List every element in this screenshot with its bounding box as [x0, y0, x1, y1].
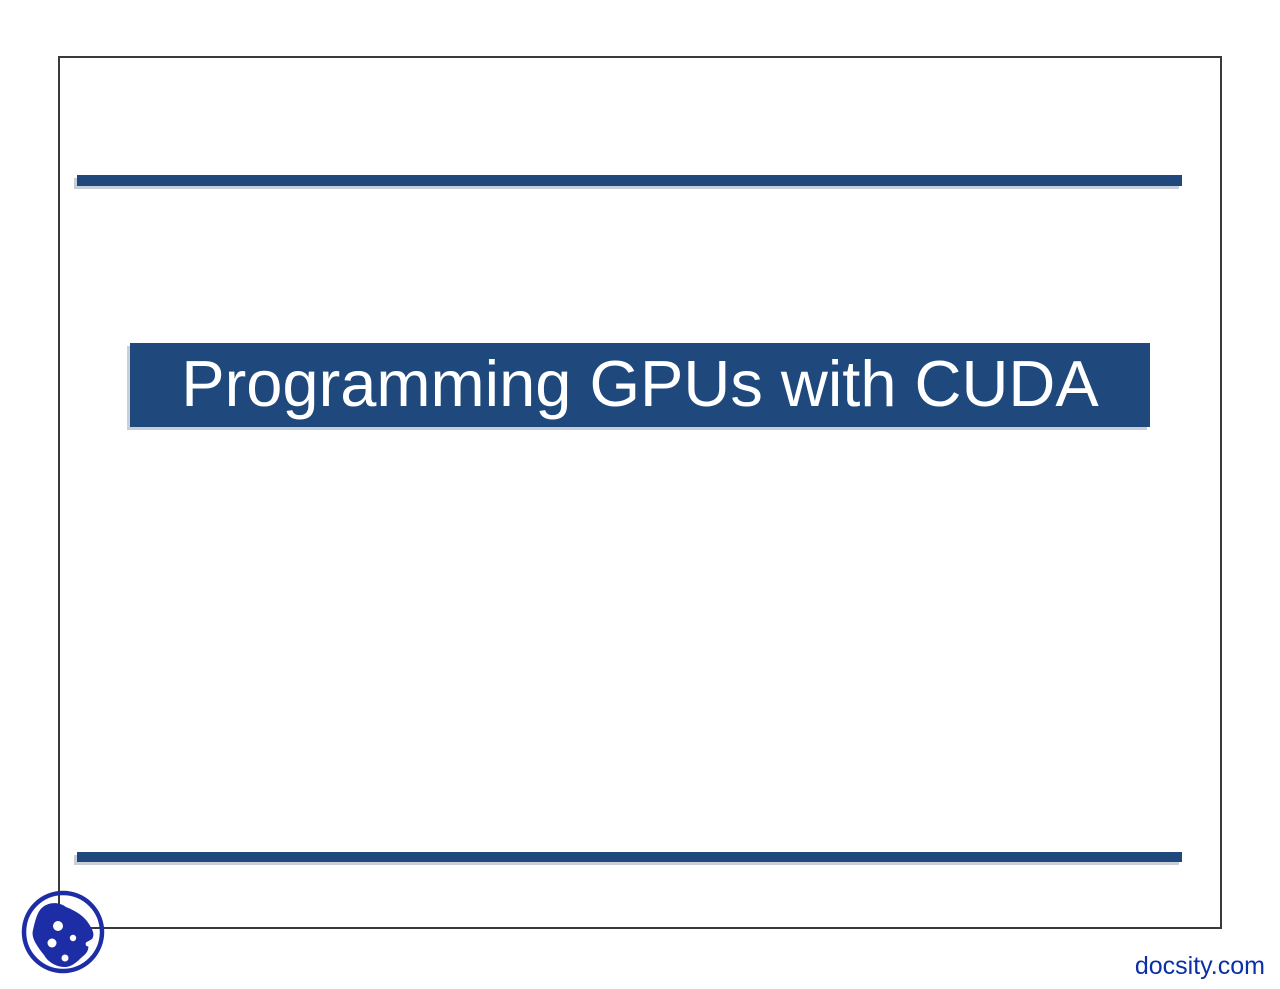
bottom-rule-bar — [77, 852, 1182, 862]
docsity-logo-icon — [21, 890, 105, 974]
slide-title: Programming GPUs with CUDA — [181, 346, 1099, 420]
top-rule-bar — [77, 175, 1182, 186]
slide-frame — [58, 56, 1222, 929]
watermark-docsity: docsity.com — [1134, 952, 1265, 980]
title-banner: Programming GPUs with CUDA — [130, 343, 1150, 427]
